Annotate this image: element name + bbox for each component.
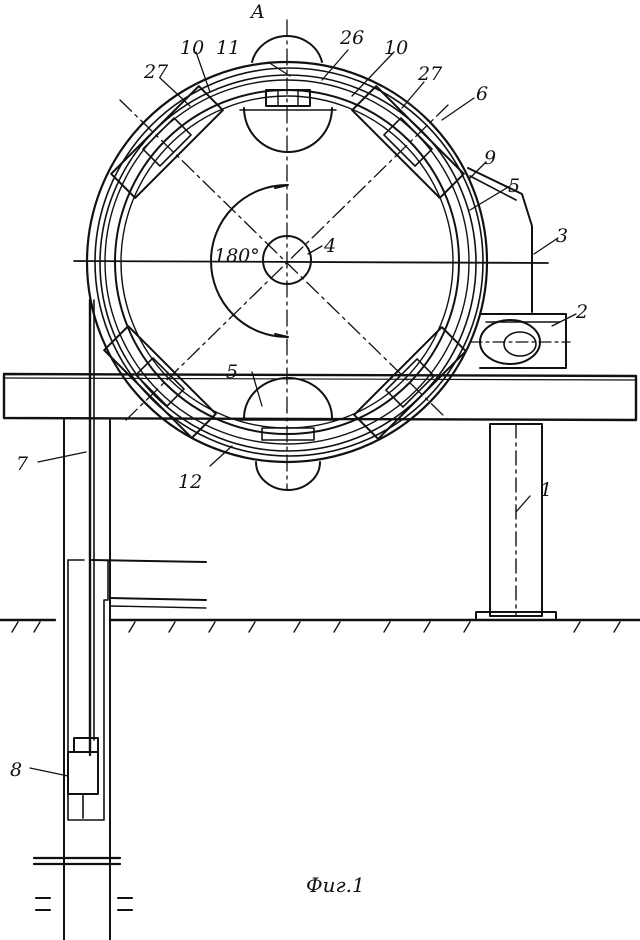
bottom-bulge — [239, 377, 339, 491]
clamp-block-lower-right — [353, 326, 467, 440]
label-10-right: 10 — [384, 37, 408, 59]
top-bulge — [239, 34, 337, 153]
label-26: 26 — [339, 27, 364, 49]
drive-bracket — [467, 167, 571, 369]
label-5-upper: 5 — [508, 175, 520, 197]
label-12: 12 — [178, 471, 202, 493]
label-4: 4 — [323, 235, 336, 257]
leader-lines — [29, 49, 577, 777]
reference-labels: A 11 10 27 26 10 27 6 9 5 3 2 4 180° 5 1… — [10, 1, 588, 781]
label-2: 2 — [575, 301, 588, 323]
label-A: A — [249, 1, 265, 23]
clamp-block-lower-left — [103, 325, 217, 439]
figure-caption: Фиг.1 — [306, 873, 365, 897]
downhole-tool — [67, 737, 99, 819]
cable — [88, 298, 95, 757]
label-8: 8 — [10, 759, 22, 781]
label-7: 7 — [16, 453, 29, 475]
clamp-block-upper-left — [110, 85, 224, 199]
clamp-block-upper-right — [351, 85, 465, 199]
base-beam — [2, 372, 638, 422]
ground — [0, 618, 640, 633]
label-5-lower: 5 — [226, 361, 238, 383]
label-10-left: 10 — [180, 37, 204, 59]
label-9: 9 — [484, 147, 496, 169]
label-27-right: 27 — [417, 63, 443, 85]
well-casing — [32, 419, 207, 940]
center-lines — [73, 19, 549, 491]
label-11: 11 — [216, 37, 240, 59]
label-3: 3 — [556, 225, 568, 247]
label-1: 1 — [540, 479, 552, 501]
angle-label: 180° — [214, 245, 260, 267]
support-column — [475, 423, 557, 621]
label-27-left: 27 — [143, 61, 169, 83]
label-6: 6 — [476, 83, 488, 105]
